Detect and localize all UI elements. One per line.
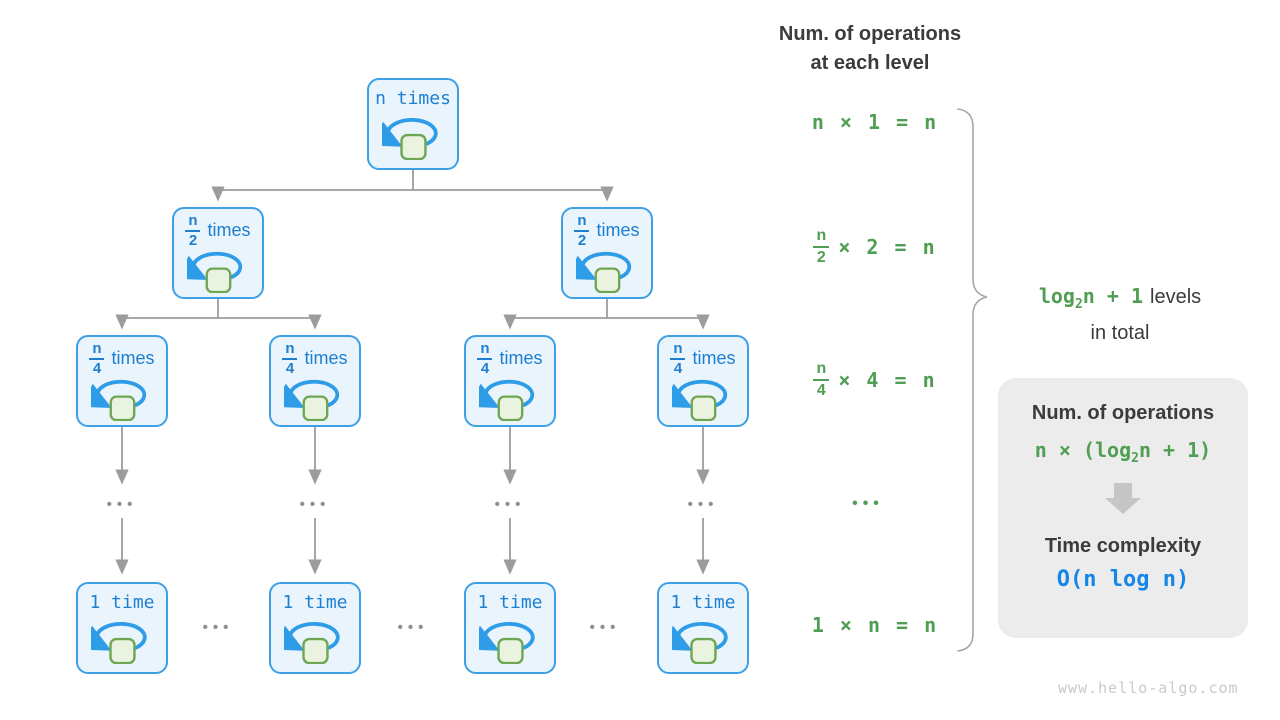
- loop-icon: [382, 114, 444, 160]
- loop-icon: [284, 618, 346, 664]
- complexity-value: O(n log n): [1056, 567, 1190, 592]
- column-header: Num. of operations at each level: [730, 20, 1010, 78]
- panel-title: Num. of operations: [1031, 402, 1215, 424]
- equation-text: × 2 = n: [838, 234, 937, 259]
- panel-subtitle: Time complexity: [1044, 535, 1202, 557]
- ellipsis-dots: •••: [397, 619, 429, 636]
- node-label: 1 time: [477, 592, 543, 614]
- tree-node-leaf-3: 1 time: [464, 582, 556, 674]
- loop-icon: [672, 618, 734, 664]
- node-label: 1 time: [89, 592, 155, 614]
- node-label: 1 time: [282, 592, 348, 614]
- loop-icon: [91, 618, 153, 664]
- loop-icon: [672, 376, 734, 421]
- equation-row-5: 1 × n = n: [785, 613, 965, 637]
- equation-text: 1 × n = n: [811, 613, 939, 637]
- header-line1: Num. of operations: [778, 23, 962, 45]
- ellipsis-dots: •••: [106, 496, 138, 513]
- ellipsis-dots: •••: [687, 496, 719, 513]
- header-line2: at each level: [810, 52, 930, 74]
- loop-icon: [284, 376, 346, 421]
- summary-panel: Num. of operations n × (log2n + 1) Time …: [998, 378, 1248, 638]
- loop-icon: [576, 248, 638, 293]
- operations-formula: n × (log2n + 1): [1034, 438, 1212, 466]
- loop-icon: [479, 376, 541, 421]
- ellipsis-dots: •••: [494, 496, 526, 513]
- node-label: n times: [375, 88, 451, 110]
- equation-row-1: n × 1 = n: [785, 110, 965, 134]
- loop-icon: [91, 376, 153, 421]
- watermark: www.hello-algo.com: [1058, 679, 1239, 697]
- ellipsis-dots: •••: [202, 619, 234, 636]
- tree-node-leaf-4: 1 time: [657, 582, 749, 674]
- equation-text: × 4 = n: [838, 367, 937, 392]
- node-label: 1 time: [670, 592, 736, 614]
- brace-label: log2n + 1 levels in total: [1000, 282, 1240, 348]
- ellipsis-dots: •••: [852, 495, 884, 512]
- tree-node-leaf-1: 1 time: [76, 582, 168, 674]
- ellipsis-dots: •••: [299, 496, 331, 513]
- brace-line2: in total: [1090, 322, 1150, 344]
- loop-icon: [479, 618, 541, 664]
- brace-line1: log2n + 1 levels: [1000, 282, 1240, 319]
- levels-formula: log2n + 1: [1038, 284, 1144, 312]
- ellipsis-dots: •••: [589, 619, 621, 636]
- tree-node-root: n times: [367, 78, 459, 170]
- down-arrow-icon: [1105, 483, 1141, 514]
- loop-icon: [187, 248, 249, 293]
- equation-text: n × 1 = n: [811, 110, 939, 134]
- curly-brace: [957, 108, 988, 652]
- tree-node-leaf-2: 1 time: [269, 582, 361, 674]
- levels-suffix: levels: [1150, 286, 1202, 308]
